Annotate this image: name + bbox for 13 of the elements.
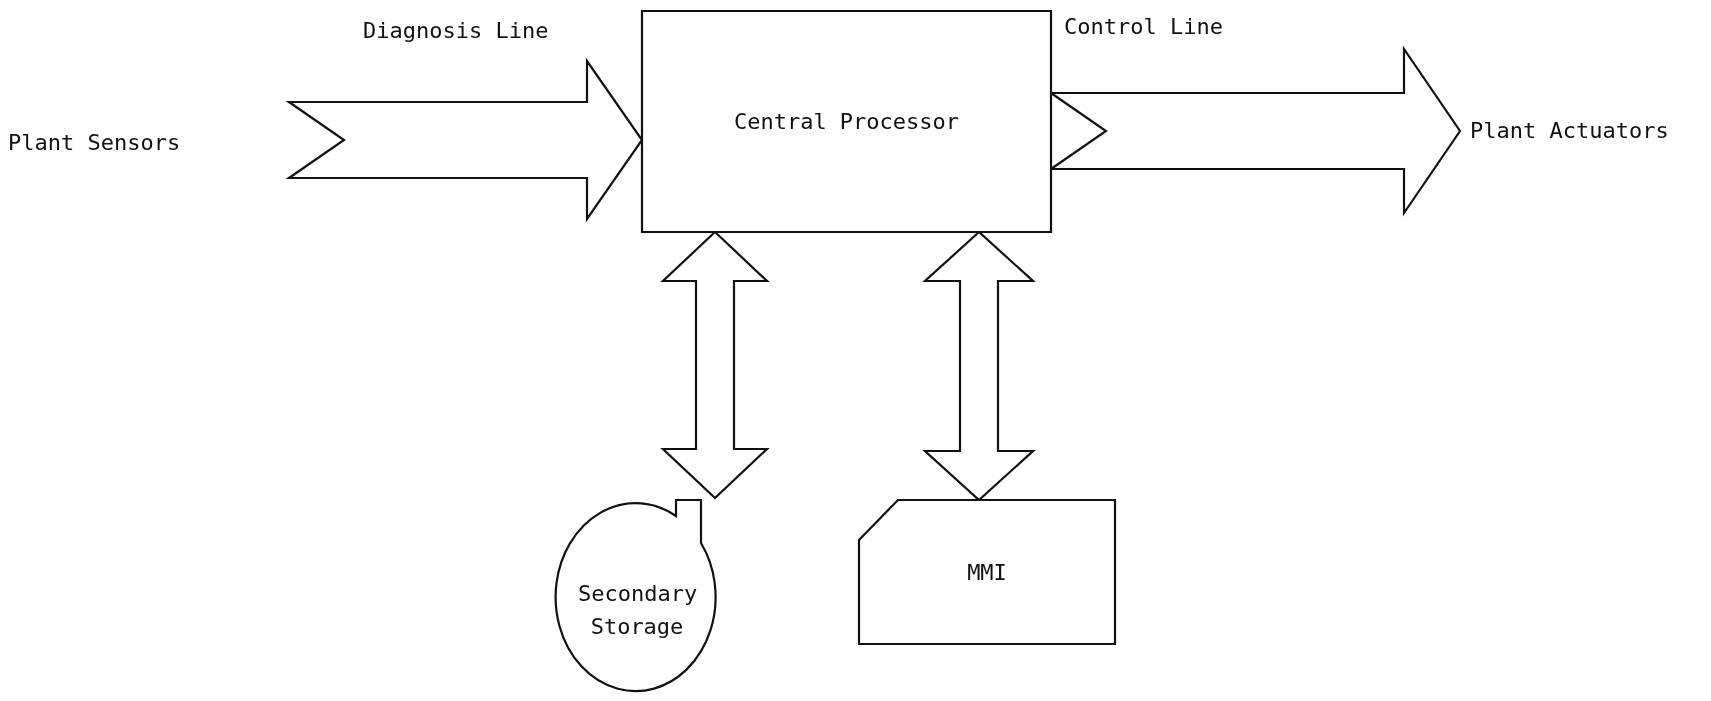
terminal-card-shape: [859, 500, 1115, 644]
edge-label: Diagnosis Line: [363, 18, 549, 43]
node-label: Plant Sensors: [8, 129, 181, 155]
block-arrow: [922, 230, 1036, 502]
node-label: Central Processor: [733, 109, 960, 134]
node-label: Secondary Storage: [578, 580, 696, 641]
edge-label: Control Line: [1064, 14, 1223, 39]
node-label: MMI: [967, 559, 1007, 585]
node-label: Plant Actuators: [1470, 117, 1669, 143]
process-box: [642, 11, 1051, 232]
block-arrow: [660, 230, 770, 500]
block-arrow: [285, 57, 644, 223]
storage-reel-shape: [556, 498, 720, 692]
